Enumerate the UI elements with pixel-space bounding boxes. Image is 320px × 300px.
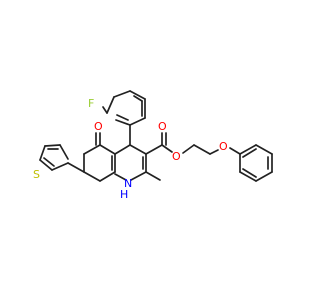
sulfur-atom-label: S <box>33 168 40 181</box>
bond-ester-carbonyl <box>145 144 163 155</box>
fluorophenyl-ring <box>106 90 146 126</box>
ester-carbonyl-oxygen-label: O <box>158 120 167 133</box>
bond-thienyl <box>67 162 85 173</box>
bond-c-f <box>102 106 108 114</box>
ketone-oxygen-label: O <box>94 120 103 133</box>
bond-ch2-ch2 <box>193 144 211 155</box>
bond-o-ch2 <box>182 144 195 154</box>
bond-ester-o <box>161 144 173 153</box>
ether-oxygen-label: O <box>219 140 228 153</box>
phenyl-ring <box>239 144 273 182</box>
nitrogen-hydrogen-label: H <box>120 188 128 201</box>
ester-oxygen-label: O <box>172 150 181 163</box>
bond-ch2-o <box>209 149 219 155</box>
structure-canvas: F N H O S O O <box>33 90 273 201</box>
dihydropyridine-ring <box>111 144 147 181</box>
cyclohexenone-ring <box>83 144 116 182</box>
nitrogen-atom-label: N <box>124 177 132 190</box>
bond-o-phenyl <box>229 147 241 155</box>
molecule-structure: F N H O S O O <box>33 90 273 201</box>
thiophene-ring <box>39 144 69 171</box>
fluorine-atom-label: F <box>88 97 94 110</box>
bond-methyl <box>145 171 161 181</box>
